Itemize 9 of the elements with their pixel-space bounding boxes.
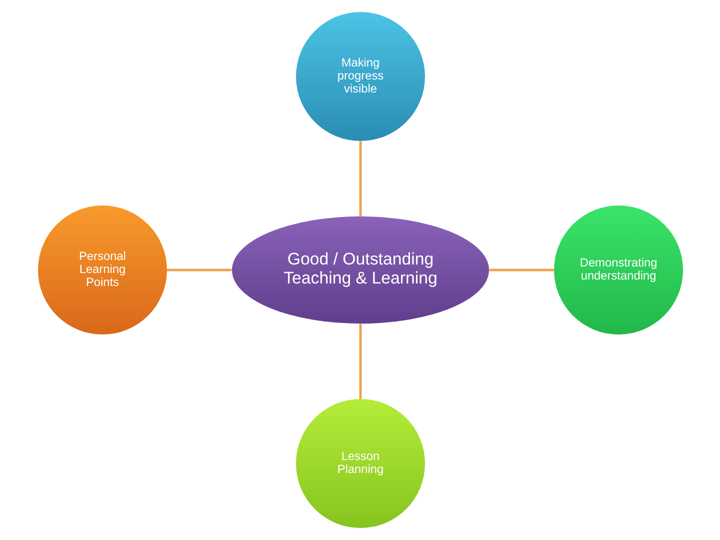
node-ellipse: Good / Outstanding Teaching & Learning <box>231 216 489 324</box>
connector <box>358 324 362 399</box>
node-circle: Personal Learning Points <box>37 206 166 334</box>
connector <box>488 268 554 272</box>
node-circle: Lesson Planning <box>296 399 424 528</box>
node-circle: Making progress visible <box>296 12 424 141</box>
connector <box>166 268 232 272</box>
node-circle: Demonstrating understanding <box>554 206 683 334</box>
connector <box>358 141 362 216</box>
